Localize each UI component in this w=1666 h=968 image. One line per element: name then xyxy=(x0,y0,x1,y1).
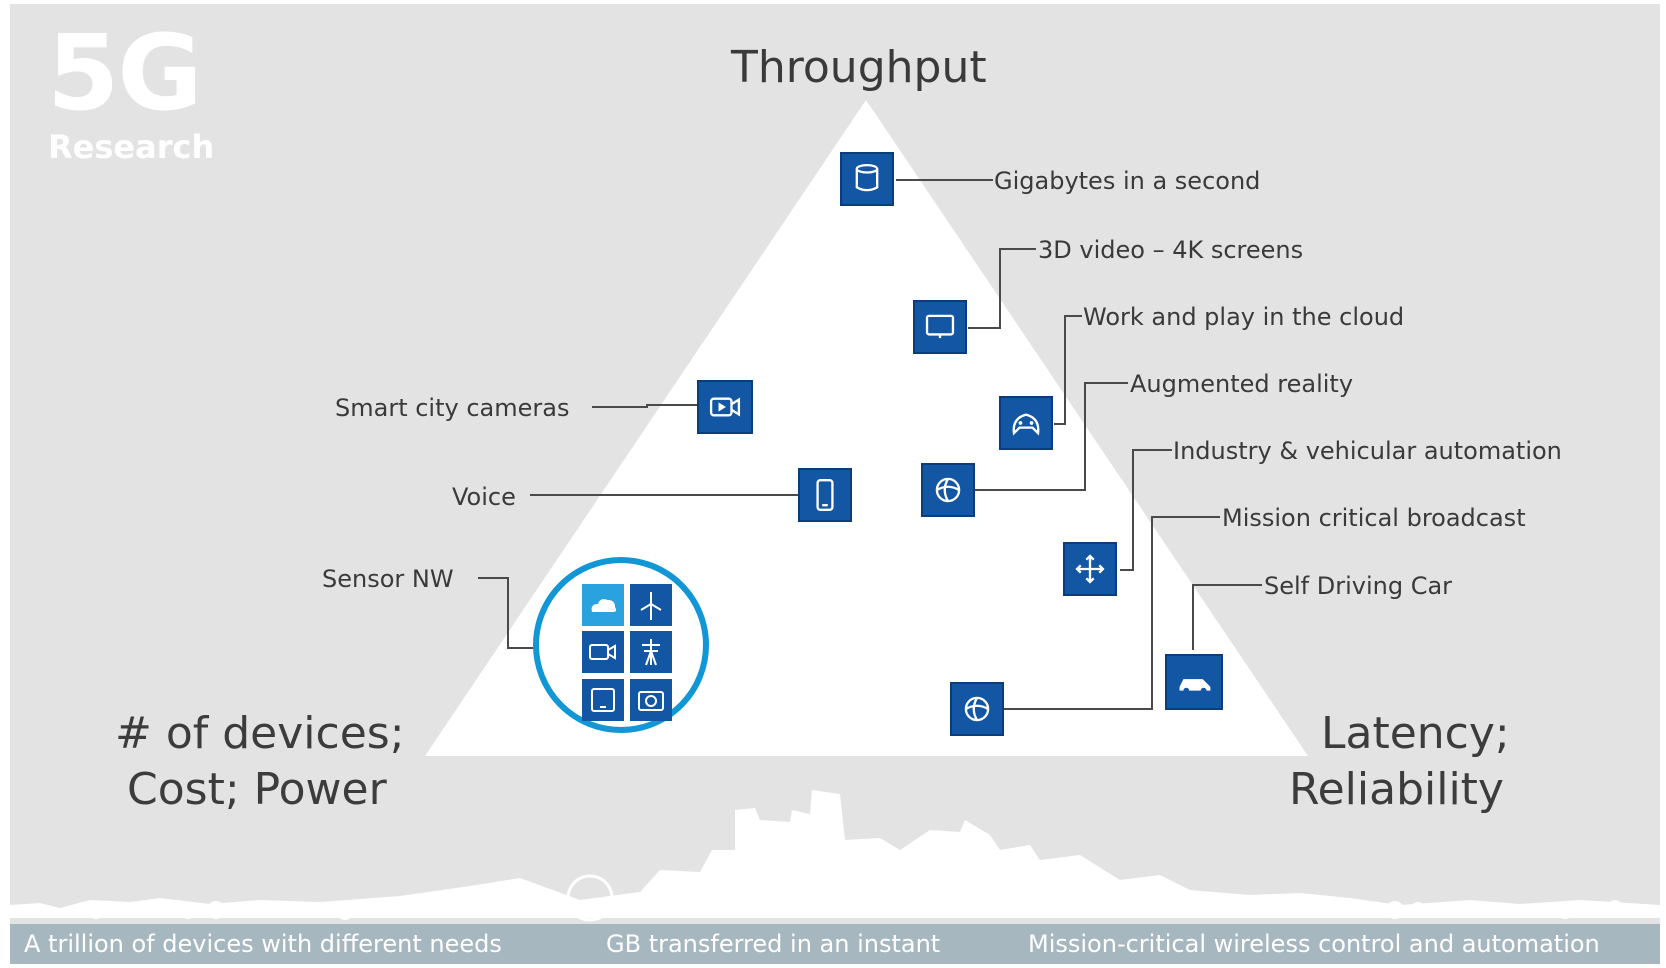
globe-icon-ar xyxy=(921,463,975,517)
smartphone-icon xyxy=(798,468,852,522)
footer-center-text: GB transferred in an instant xyxy=(606,930,941,958)
cloud-icon xyxy=(582,584,624,626)
video-camera-icon xyxy=(582,631,624,673)
camera-icon xyxy=(630,679,672,721)
label-smart-city-cameras: Smart city cameras xyxy=(335,394,570,422)
video-camera-icon xyxy=(697,380,753,434)
footer-right-text: Mission-critical wireless control and au… xyxy=(1028,930,1600,958)
label-voice: Voice xyxy=(452,483,516,511)
label-cloud: Work and play in the cloud xyxy=(1083,303,1405,331)
right-corner-line2: Reliability xyxy=(1289,764,1504,815)
label-sensor-nw: Sensor NW xyxy=(322,565,454,593)
gamepad-icon xyxy=(999,396,1053,450)
left-corner-line2: Cost; Power xyxy=(127,764,387,815)
label-mission-broadcast: Mission critical broadcast xyxy=(1222,504,1526,532)
database-icon xyxy=(840,152,894,206)
car-icon xyxy=(1165,654,1223,710)
footer-left-text: A trillion of devices with different nee… xyxy=(24,930,502,958)
label-augmented-reality: Augmented reality xyxy=(1130,370,1354,398)
sensor-network-cluster xyxy=(533,557,709,733)
monitor-icon xyxy=(913,300,967,354)
city-skyline xyxy=(10,790,1660,922)
apex-title-throughput: Throughput xyxy=(731,42,987,93)
label-gigabytes: Gigabytes in a second xyxy=(994,167,1261,195)
arrows-cross-icon xyxy=(1063,542,1117,596)
logo-subtitle: Research xyxy=(48,128,215,166)
label-self-driving: Self Driving Car xyxy=(1264,572,1453,600)
footer-band xyxy=(10,924,1660,964)
globe-icon-broadcast xyxy=(950,682,1004,736)
right-corner-line1: Latency; xyxy=(1321,708,1510,759)
logo-5g: 5G xyxy=(47,12,203,134)
connector-lines xyxy=(478,179,1262,710)
label-industry-automation: Industry & vehicular automation xyxy=(1173,437,1562,465)
label-3d-video: 3D video – 4K screens xyxy=(1038,236,1304,264)
wind-turbine-icon xyxy=(630,584,672,626)
transmission-tower-icon xyxy=(630,631,672,673)
tablet-icon xyxy=(582,679,624,721)
left-corner-line1: # of devices; xyxy=(115,708,405,759)
